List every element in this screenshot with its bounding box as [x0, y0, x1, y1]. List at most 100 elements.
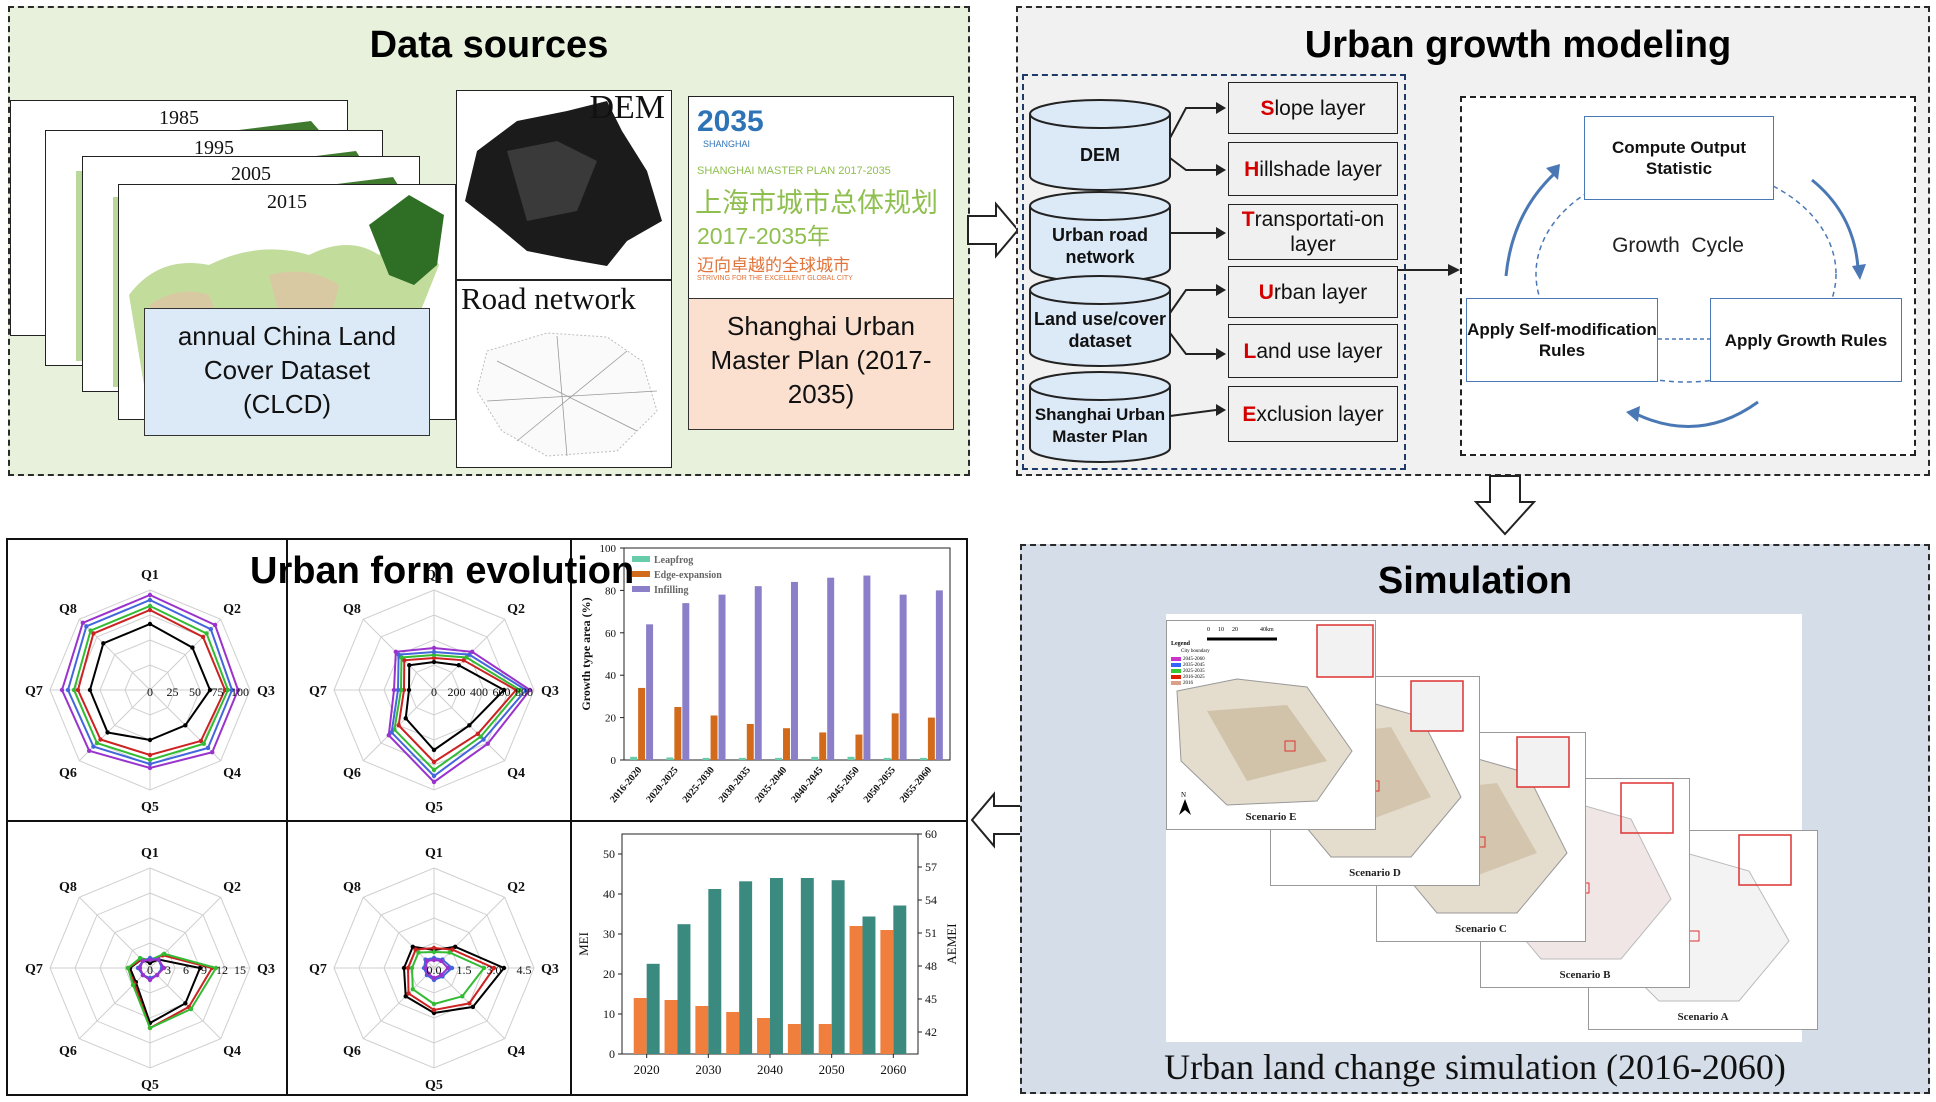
radar-point [391, 687, 397, 693]
slope-layer: Slope layer [1228, 82, 1398, 134]
plan-slogan-en: STRIVING FOR THE EXCELLENT GLOBAL CITY [697, 275, 853, 282]
bar-mei [849, 926, 863, 1054]
x-tick-label: 2045-2050 [825, 765, 861, 805]
clcd-label: annual China Land Cover Dataset (CLCD) [144, 308, 430, 436]
scale-tick: 20 [1232, 627, 1238, 633]
radar-axis-label: Q5 [141, 800, 159, 815]
radar-point [481, 737, 486, 742]
bar-leapfrog [630, 756, 638, 760]
bar-leapfrog [738, 757, 746, 760]
radar-point [447, 950, 452, 955]
radar-point [431, 949, 437, 955]
legend-swatch [632, 556, 650, 562]
bar-mei [726, 1012, 740, 1054]
y2-tick-label: 60 [925, 827, 937, 841]
hillshade-layer-rest: illshade layer [1259, 157, 1382, 181]
radar-tick-label: 12 [216, 963, 228, 977]
arrow-right-icon [967, 201, 1020, 259]
bar-mei [880, 930, 894, 1054]
radar-point [431, 747, 437, 753]
radar-spoke [149, 618, 222, 691]
bar-aemei [831, 880, 845, 1054]
radar-point [424, 958, 430, 964]
radar-axis-label: Q3 [541, 962, 559, 977]
exclusion-layer-rest: xclusion layer [1256, 402, 1384, 426]
x-tick-label: 2030-2035 [717, 765, 753, 805]
radar-axis-label: Q7 [25, 962, 43, 977]
land-use-layer-initial: L [1243, 339, 1257, 363]
legend-item: 2045-2060 [1171, 656, 1205, 662]
radar-point [235, 687, 241, 693]
x-tick-label: 2030 [695, 1062, 721, 1077]
radar-axis-label: Q1 [425, 846, 443, 861]
arrow-down-icon [1473, 475, 1537, 536]
land-use-layer-rest: and use layer [1256, 339, 1383, 363]
radar-axis-label: Q1 [425, 568, 443, 583]
radar-point [75, 687, 81, 693]
y-tick-label: 30 [603, 927, 615, 941]
radar-point [416, 950, 421, 955]
y-axis-label: MEI [576, 932, 591, 956]
radar-point [137, 955, 143, 961]
simulation-caption: Urban land change simulation (2016-2060) [1164, 1047, 1786, 1087]
input-cylinders [1029, 99, 1460, 463]
radar-point [464, 655, 469, 660]
legend-label: Infilling [654, 585, 688, 596]
bar-edge-expansion [819, 732, 827, 760]
y2-tick-label: 54 [925, 893, 937, 907]
radar-point [65, 687, 71, 693]
radar-point [147, 957, 153, 963]
radar-point [147, 592, 153, 598]
legend-items: 2045-2060 2035-2045 2025-2035 2016-2025 … [1171, 656, 1205, 686]
bar-aemei [770, 878, 783, 1054]
radar-spoke [78, 896, 151, 969]
radar-spoke [78, 967, 151, 1040]
legend-title: Legend [1171, 641, 1191, 647]
radar-axis-label: Q2 [223, 602, 241, 617]
radar-point [403, 716, 408, 721]
radar-spoke [362, 967, 435, 1040]
radar-point [183, 1001, 188, 1006]
radar-point [431, 1007, 437, 1013]
radar-tick-label: 4.5 [517, 963, 532, 977]
y-tick-label: 40 [603, 887, 615, 901]
radar-point [413, 947, 418, 952]
legend-label: Edge-expansion [654, 570, 722, 581]
scenario-e-label: Scenario E [1245, 811, 1297, 823]
plan-years-cn: 2017-2035年 [697, 223, 830, 249]
radar-point [147, 597, 153, 603]
radar-point [101, 641, 106, 646]
input-dem: DEM [1080, 145, 1120, 165]
road-network-card: Road network [456, 280, 672, 468]
radar-point [450, 947, 455, 952]
scale-bar-labels: 0 10 20 40km [1207, 627, 1274, 633]
plan-logo-city: SHANGHAI [703, 139, 751, 149]
radar-spoke [78, 689, 151, 762]
radar-point [410, 987, 415, 992]
radar-point [154, 972, 160, 978]
radar-point [71, 687, 77, 693]
radar-point [91, 744, 96, 749]
y2-tick-label: 45 [925, 992, 937, 1006]
year-label-2015: 2015 [267, 191, 307, 213]
bar-infilling [863, 575, 871, 760]
bar-leapfrog [811, 756, 819, 760]
radar-tick-label: 25 [167, 685, 179, 699]
legend-item: 2016-2025 [1171, 674, 1205, 680]
apply-self-modification-rules-box: Apply Self-modification Rules [1466, 298, 1658, 382]
bar-mei [695, 1006, 709, 1054]
legend-swatch [632, 586, 650, 592]
radar-point [396, 652, 401, 657]
x-tick-label: 2055-2060 [898, 765, 934, 805]
legend-item: 2025-2035 [1171, 668, 1205, 674]
radar-point [485, 741, 490, 746]
radar-tick-label: 75 [212, 685, 224, 699]
legend-swatch [1171, 657, 1181, 661]
scenario-map-image [1176, 624, 1374, 806]
radar-tick-label: 0 [147, 963, 153, 977]
scale-tick: 10 [1218, 627, 1224, 633]
bar-mei [757, 1018, 770, 1054]
radar-axis-label: Q2 [223, 880, 241, 895]
